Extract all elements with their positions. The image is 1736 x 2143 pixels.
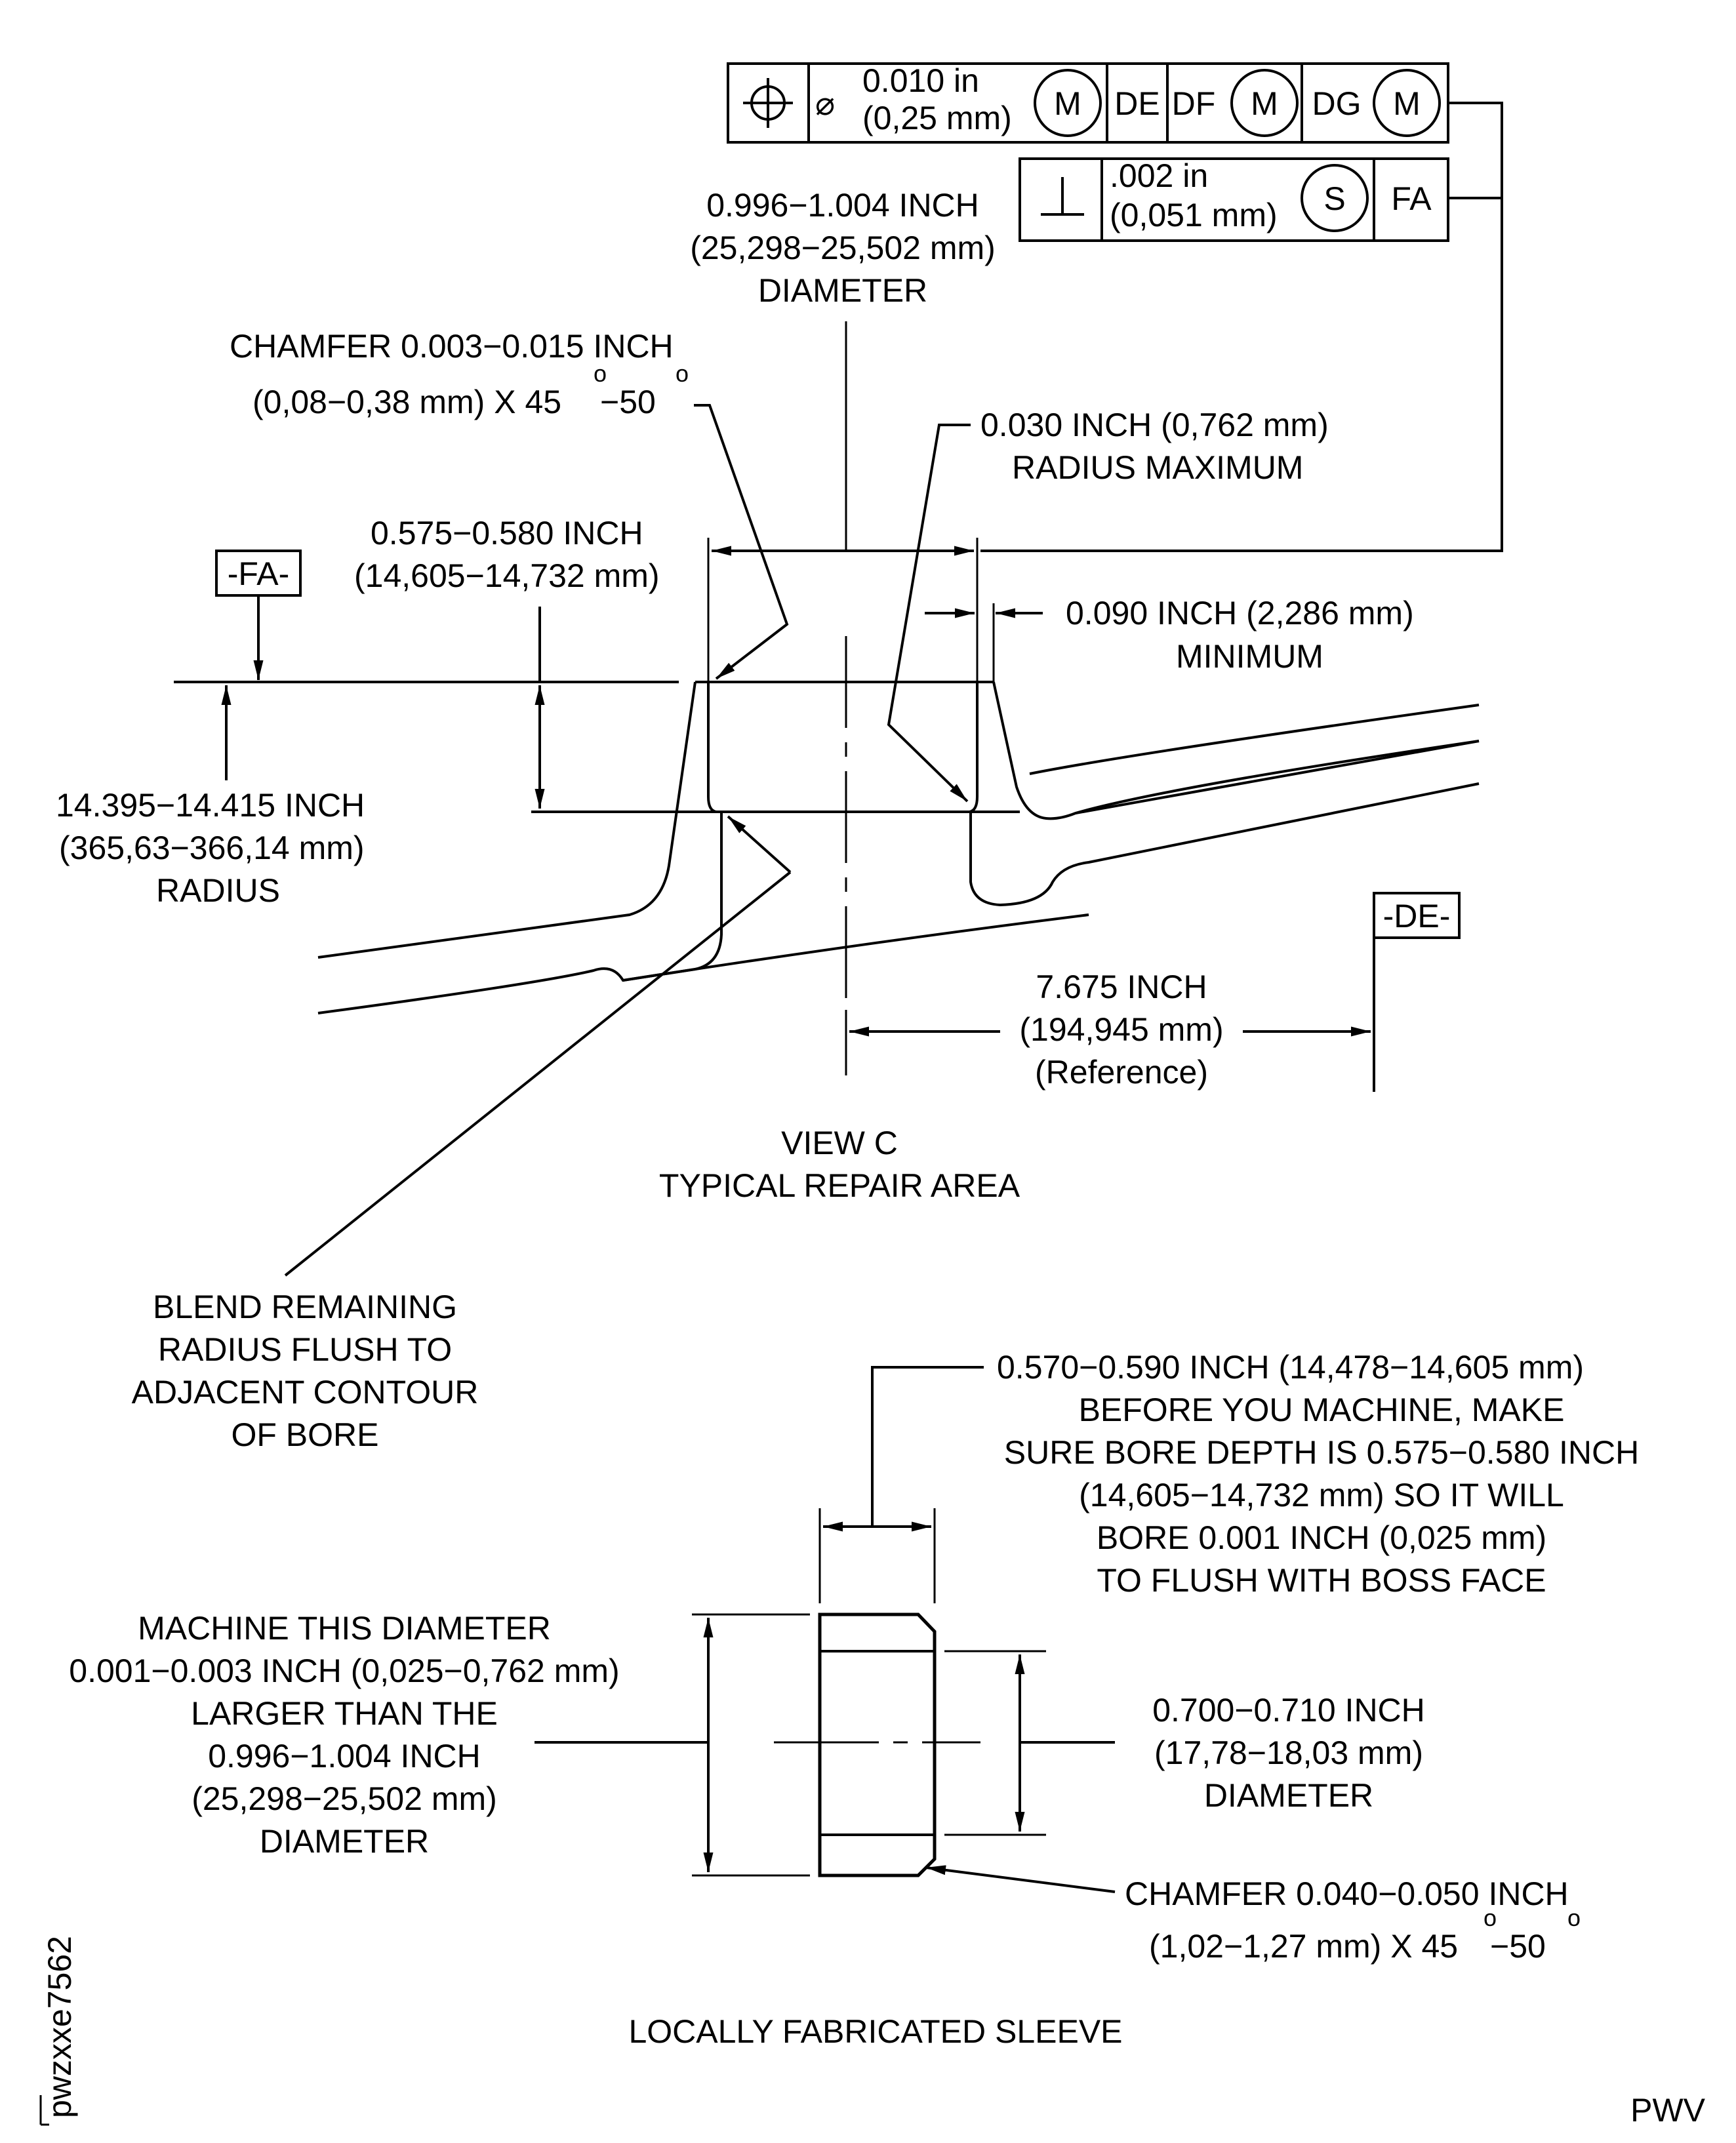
chamfer-top-line2-b: −50: [600, 384, 656, 420]
sleeve-outline: [818, 1612, 937, 1877]
datum-df-ref: DF: [1172, 85, 1216, 122]
chamfer-top-line1: CHAMFER 0.003−0.015 INCH: [230, 328, 674, 365]
radius-dim-line2: (365,63−366,14 mm): [59, 830, 365, 866]
datum-de-label: -DE-: [1373, 892, 1461, 1092]
tolerance-modifier: M: [1054, 85, 1081, 122]
blend-note-line4: OF BORE: [231, 1416, 378, 1453]
position-symbol-icon: [743, 78, 793, 128]
sleeve-geometry: [774, 1612, 980, 1877]
bore-diameter-line3: DIAMETER: [758, 272, 927, 309]
machine-note-line4: 0.996−1.004 INCH: [208, 1738, 481, 1774]
lower-contour-left: [317, 967, 696, 1014]
machine-note-line2: 0.001−0.003 INCH (0,025−0,762 mm): [69, 1652, 619, 1689]
sleeve-note-line6: TO FLUSH WITH BOSS FACE: [1097, 1562, 1546, 1599]
datum-df-mmc-circle-icon: [1230, 69, 1299, 137]
upper-contour-top: [1029, 704, 1480, 775]
min-wall-line1: 0.090 INCH (2,286 mm): [1066, 595, 1414, 631]
chamfer-bottom-degree-1: o: [1484, 1904, 1497, 1931]
reference-dim-line3: (Reference): [1035, 1054, 1208, 1091]
figure-id: pwzxxe7562: [41, 1936, 78, 2118]
chamfer-top-degree-2: o: [676, 360, 689, 387]
corner-code: PWV: [1630, 2092, 1706, 2129]
position-tolerance-mm: (0,25 mm): [862, 100, 1012, 136]
datum-de-text: -DE-: [1383, 898, 1451, 934]
radius-dim-line1: 14.395−14.415 INCH: [56, 787, 365, 824]
datum-dg-ref: DG: [1312, 85, 1362, 122]
perpendicularity-tolerance-in: .002 in: [1110, 157, 1208, 194]
view-title-line1: VIEW C: [781, 1125, 898, 1161]
view-c-geometry: [174, 321, 1480, 1062]
position-tolerance-in: 0.010 in: [862, 62, 979, 99]
reference-dim-line2: (194,945 mm): [1019, 1011, 1223, 1048]
sleeve-note-line5: BORE 0.001 INCH (0,025 mm): [1097, 1519, 1546, 1556]
lower-bore-right: [969, 782, 1480, 907]
radius-max-leader: [887, 424, 971, 803]
perpendicularity-modifier: S: [1323, 180, 1345, 217]
perpendicularity-datum: FA: [1391, 180, 1432, 217]
boss-left-contour: [317, 681, 696, 959]
fcf-leader-line: [980, 102, 1503, 552]
machine-note-line3: LARGER THAN THE: [191, 1695, 498, 1732]
chamfer-bottom-degree-2: o: [1567, 1904, 1581, 1931]
lower-contour-mid: [622, 913, 1089, 982]
bore-depth-line1: 0.575−0.580 INCH: [371, 515, 643, 551]
upper-contour-line: [1075, 740, 1480, 814]
chamfer-bottom-line2-b: −50: [1490, 1928, 1546, 1965]
sleeve-length-leader: [871, 1366, 984, 1527]
sleeve-note-line3: SURE BORE DEPTH IS 0.575−0.580 INCH: [1004, 1434, 1639, 1471]
datum-dg-modifier: M: [1393, 85, 1421, 122]
blend-leader-arrow: [727, 815, 792, 873]
bore-diameter-line1: 0.996−1.004 INCH: [706, 187, 979, 224]
datum-de-ref: DE: [1114, 85, 1160, 122]
blend-note-line1: BLEND REMAINING: [153, 1289, 457, 1325]
blend-leader-line: [284, 871, 792, 1277]
datum-df-modifier: M: [1251, 85, 1278, 122]
bore-left-wall: [707, 682, 717, 813]
chamfer-top-degree-1: o: [594, 360, 607, 387]
sleeve-note-line2: BEFORE YOU MACHINE, MAKE: [1079, 1392, 1565, 1428]
mmc-circle-icon: [1034, 69, 1102, 137]
machine-note-line1: MACHINE THIS DIAMETER: [138, 1610, 551, 1647]
fcf-position-frame: ⌀ 0.010 in (0,25 mm) M DE DF M DG M: [727, 62, 1449, 144]
blend-note-line2: RADIUS FLUSH TO: [158, 1331, 452, 1368]
boss-right-contour: [992, 681, 1480, 820]
perpendicularity-tolerance-mm: (0,051 mm): [1110, 197, 1278, 233]
chamfer-top-leader: [694, 404, 789, 680]
inner-dia-line2: (17,78−18,03 mm): [1154, 1734, 1423, 1771]
chamfer-bottom-leader: [925, 1865, 1116, 1893]
bore-right-wall: [969, 682, 979, 813]
sleeve-note-line1: 0.570−0.590 INCH (14,478−14,605 mm): [997, 1349, 1584, 1386]
radius-dim-line3: RADIUS: [156, 872, 280, 909]
inner-dia-line3: DIAMETER: [1204, 1777, 1373, 1814]
blend-note-line3: ADJACENT CONTOUR: [132, 1374, 479, 1411]
radius-max-line2: RADIUS MAXIMUM: [1012, 449, 1303, 486]
machine-note-line6: DIAMETER: [260, 1823, 429, 1860]
reference-dim-line1: 7.675 INCH: [1036, 969, 1207, 1005]
datum-fa-label: -FA-: [215, 550, 302, 680]
radius-max-line1: 0.030 INCH (0,762 mm): [980, 407, 1329, 443]
datum-dg-mmc-circle-icon: [1373, 69, 1441, 137]
bore-depth-line2: (14,605−14,732 mm): [354, 557, 660, 594]
datum-fa-text: -FA-: [228, 555, 289, 592]
figure-id-block: pwzxxe7562: [39, 1936, 78, 2126]
chamfer-top-line2-a: (0,08−0,38 mm) X 45: [252, 384, 561, 420]
inner-dia-line1: 0.700−0.710 INCH: [1152, 1692, 1425, 1729]
bore-diameter-line2: (25,298−25,502 mm): [690, 230, 996, 266]
fcf-perpendicularity-frame: .002 in (0,051 mm) S FA: [1019, 157, 1449, 242]
machine-note-line5: (25,298−25,502 mm): [192, 1780, 497, 1817]
sleeve-title: LOCALLY FABRICATED SLEEVE: [628, 2013, 1122, 2050]
view-title-line2: TYPICAL REPAIR AREA: [659, 1167, 1020, 1204]
chamfer-bottom-line2-a: (1,02−1,27 mm) X 45: [1149, 1928, 1458, 1965]
min-wall-line2: MINIMUM: [1176, 638, 1323, 675]
perpendicularity-symbol-icon: [1041, 177, 1084, 216]
chamfer-bottom-line1: CHAMFER 0.040−0.050 INCH: [1125, 1875, 1569, 1912]
diameter-symbol: ⌀: [815, 85, 835, 122]
sleeve-note-line4: (14,605−14,732 mm) SO IT WILL: [1079, 1477, 1564, 1513]
rfs-circle-icon: [1301, 164, 1369, 232]
